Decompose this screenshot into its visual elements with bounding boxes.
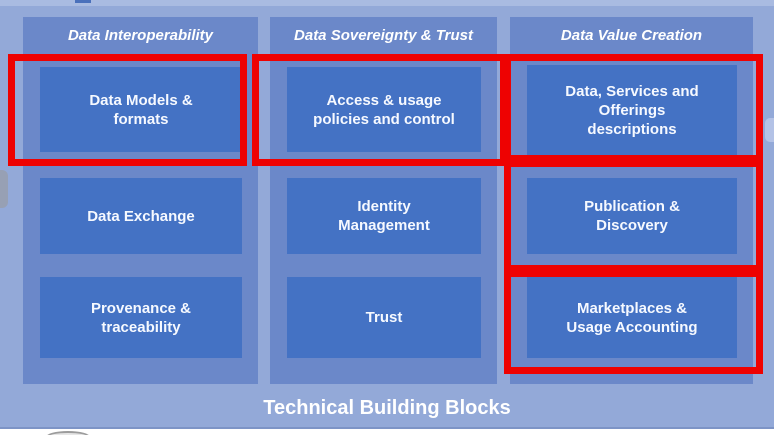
top-strip [0,0,774,6]
column-header: Data Interoperability [67,27,214,44]
block-trust: Trust [287,277,481,358]
block-access-usage-policies: Access & usage policies and control [287,67,481,152]
block-provenance-traceability: Provenance & traceability [40,277,242,358]
block-marketplaces-usage-accounting: Marketplaces & Usage Accounting [527,277,737,358]
bottom-strip [0,429,774,435]
cropped-right-edge-shape [765,118,774,142]
block-publication-discovery: Publication & Discovery [527,178,737,254]
highlight-rect-marketplaces-usage-accounting [504,270,763,374]
column-header: Data Sovereignty & Trust [294,27,473,44]
block-identity-management: Identity Management [287,178,481,254]
highlight-rect-publication-discovery [504,160,763,272]
highlight-rect-access-usage-policies [252,54,507,166]
column-panel-data-sovereignty-trust: Data Sovereignty & Trust Access & usage … [270,17,497,384]
block-data-models-formats: Data Models & formats [40,67,242,152]
block-data-services-offerings: Data, Services and Offerings description… [527,65,737,155]
highlight-rect-data-services-offerings [504,54,763,162]
highlight-rect-data-models-formats [8,54,247,166]
column-header: Data Value Creation [560,27,703,44]
column-panel-data-value-creation: Data Value Creation Data, Services and O… [510,17,753,384]
block-data-exchange: Data Exchange [40,178,242,254]
column-panel-data-interoperability: Data Interoperability Data Models & form… [23,17,258,384]
cropped-left-edge-shape [0,170,8,208]
cropped-title-fragment [75,0,91,3]
slide-caption: Technical Building Blocks [263,397,511,419]
